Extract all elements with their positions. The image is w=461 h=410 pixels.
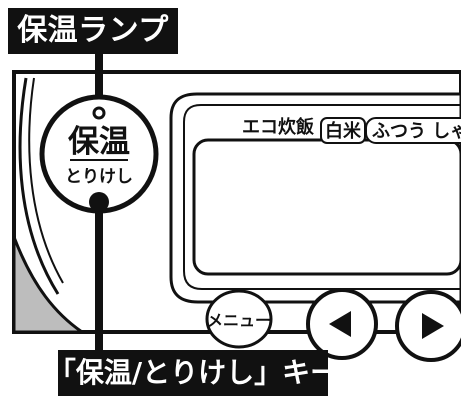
panel-curve-line-2 <box>28 77 64 284</box>
display-inner-border <box>183 104 461 290</box>
mode-badge <box>365 117 461 144</box>
display-lcd <box>192 138 461 276</box>
key-callout-anchor <box>89 192 109 212</box>
panel-curve-line-1 <box>18 77 60 295</box>
keep-warm-lamp <box>92 106 106 120</box>
mode-text: ふつう しゃっ <box>372 121 461 142</box>
keep-warm-primary-text: 保温 <box>68 124 130 160</box>
left-arrow-icon <box>329 311 351 337</box>
menu-button[interactable] <box>205 289 273 349</box>
keep-warm-cancel-key-label: 「保温/とりけし」キー <box>48 350 338 396</box>
panel-shadow <box>12 236 87 334</box>
right-arrow-icon <box>422 313 444 339</box>
menu-button-label: メニュー <box>207 311 271 330</box>
display-header-text: エコ炊飯 <box>242 116 314 138</box>
keep-warm-lamp-label: 保温ランプ <box>8 8 178 54</box>
rice-type-text: 白米 <box>325 120 362 142</box>
keep-warm-secondary-text: とりけし <box>65 167 133 187</box>
